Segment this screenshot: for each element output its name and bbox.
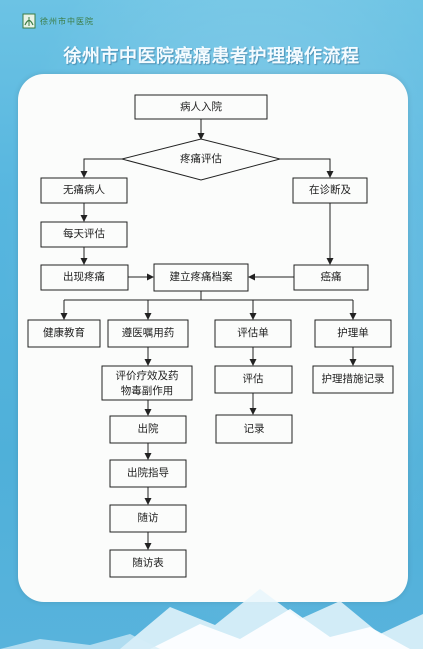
node-record-box	[215, 414, 293, 444]
node-pain-appears-box	[40, 264, 129, 291]
logo-text: 徐州市中医院	[40, 16, 94, 26]
node-diagnosed-label: 在诊断及	[309, 183, 351, 196]
node-pain-assessment-diamond	[120, 138, 282, 181]
node-no-pain-box	[40, 177, 128, 204]
node-discharge-guide-box	[109, 459, 187, 488]
node-follow-orders-label: 遵医嘱用药	[122, 326, 175, 339]
node-assess-form-box	[214, 319, 292, 348]
hospital-emblem-icon	[22, 13, 36, 29]
node-evaluate-label-line2: 物毒副作用	[121, 384, 174, 397]
connector-line	[80, 158, 122, 178]
node-health-edu-box	[27, 319, 101, 348]
hospital-logo: 徐州市中医院	[22, 8, 108, 34]
page-title: 徐州市中医院癌痛患者护理操作流程	[63, 46, 360, 67]
node-no-pain-label: 无痛病人	[63, 183, 105, 196]
node-discharge-guide-label: 出院指导	[127, 466, 169, 479]
node-evaluate-label-line1: 评价疗效及药	[116, 369, 179, 382]
node-follow-up-form-label: 随访表	[132, 556, 164, 569]
node-pain-assessment-label: 疼痛评估	[180, 152, 222, 165]
node-daily-assess-label: 每天评估	[63, 227, 105, 240]
node-assess-box	[214, 365, 293, 394]
node-nursing-record-label: 护理措施记录	[322, 372, 385, 385]
node-nursing-record-box	[312, 365, 394, 394]
connector-line	[280, 158, 334, 178]
node-evaluate-box	[101, 365, 193, 401]
node-assess-label: 评估	[243, 372, 264, 385]
node-nursing-form-label: 护理单	[337, 326, 369, 339]
node-diagnosed-box	[292, 177, 368, 204]
node-assess-form-label: 评估单	[237, 326, 269, 339]
ice-decoration	[0, 589, 423, 649]
node-follow-up-form-box	[109, 549, 187, 578]
node-discharge-box	[109, 415, 187, 444]
node-build-file-box	[153, 263, 249, 292]
node-nursing-form-box	[314, 319, 392, 348]
node-pain-appears-label: 出现疼痛	[63, 270, 105, 283]
node-follow-up-box	[109, 504, 187, 533]
node-follow-up-label: 随访	[138, 511, 159, 524]
node-build-file-label: 建立疼痛档案	[170, 270, 233, 283]
node-cancer-pain-label: 癌痛	[321, 270, 342, 283]
node-health-edu-label: 健康教育	[43, 326, 85, 339]
node-discharge-label: 出院	[138, 422, 159, 435]
node-record-label: 记录	[244, 423, 265, 435]
node-admission-label: 病人入院	[180, 100, 222, 113]
node-follow-orders-box	[107, 319, 189, 348]
node-cancer-pain-box	[293, 264, 369, 291]
node-daily-assess-box	[40, 221, 128, 248]
node-admission-box	[134, 94, 268, 120]
